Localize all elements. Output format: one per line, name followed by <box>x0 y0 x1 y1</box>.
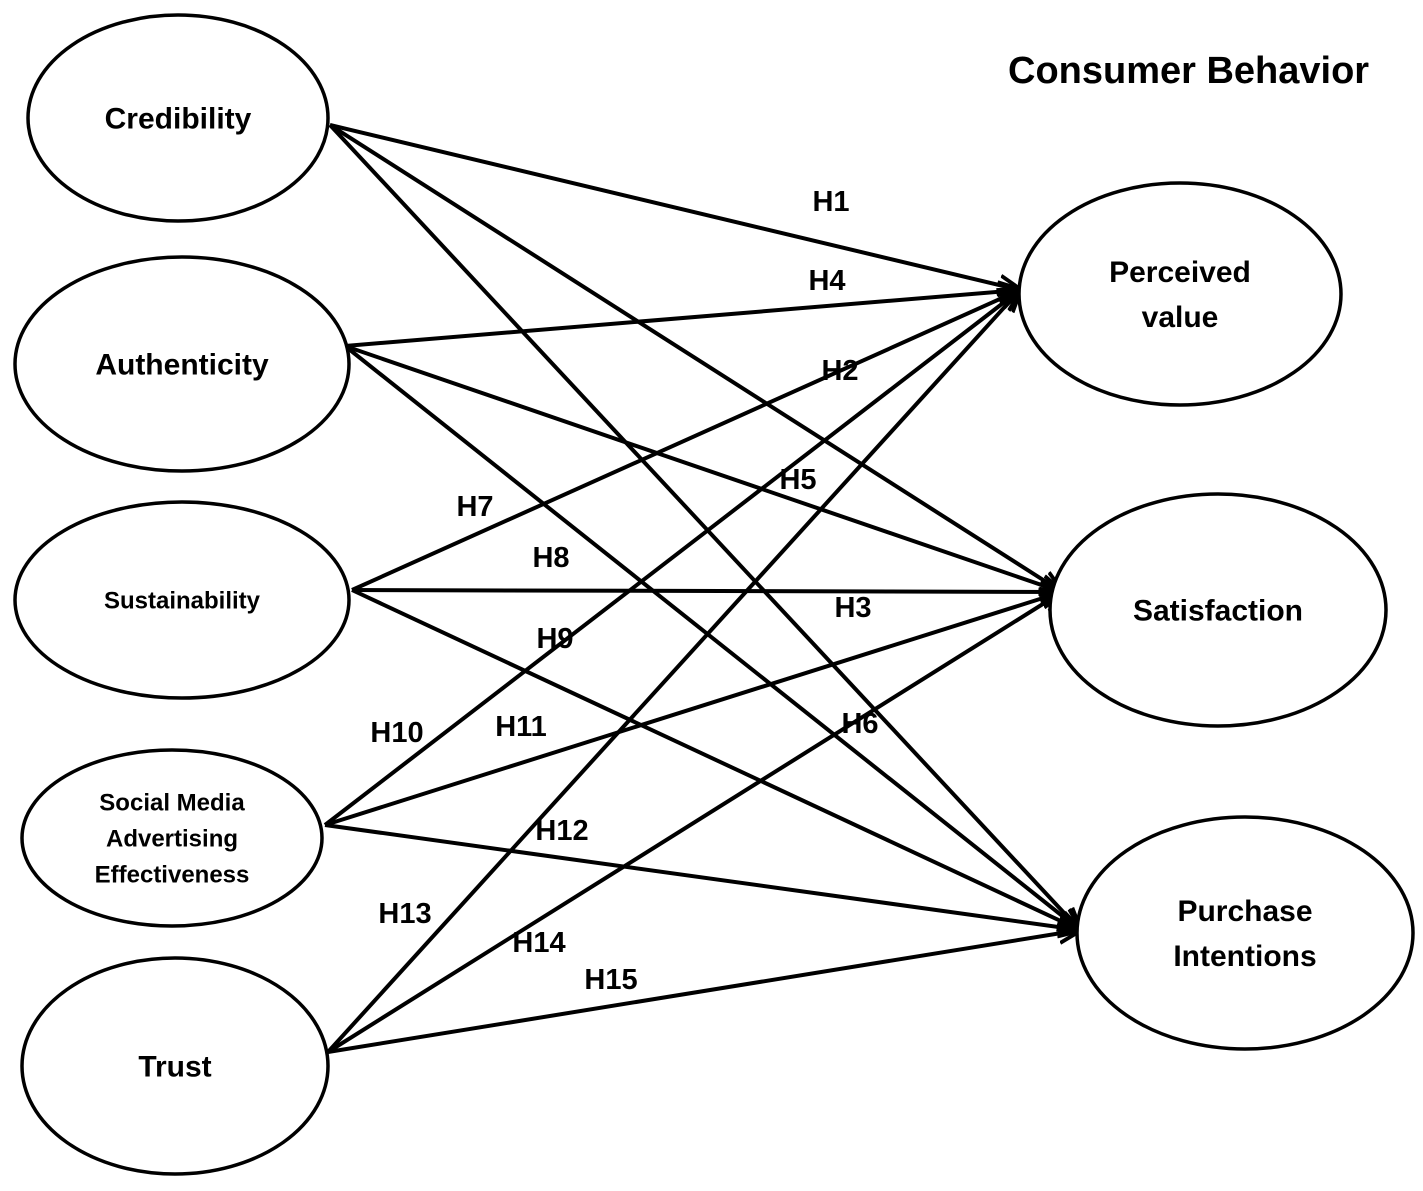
path-h3 <box>328 123 1080 930</box>
label-h2: H2 <box>821 355 858 387</box>
path-h12 <box>324 823 1080 930</box>
node-ellipse <box>26 13 330 223</box>
label-h4: H4 <box>808 265 845 297</box>
node-ellipse <box>13 500 351 700</box>
node-credibility: Credibility <box>26 13 330 223</box>
node-ellipse <box>20 956 330 1176</box>
node-satisfaction: Satisfaction <box>1048 492 1388 728</box>
node-label-line: value <box>1142 301 1219 334</box>
node-label-line: Authenticity <box>95 349 269 382</box>
label-h13: H13 <box>378 898 431 930</box>
node-ellipse <box>20 748 324 928</box>
path-h11 <box>324 592 1062 827</box>
node-label-line: Intentions <box>1173 940 1316 973</box>
path-h8 <box>351 590 1062 592</box>
label-h12: H12 <box>535 815 588 847</box>
label-h1: H1 <box>812 186 849 218</box>
label-h9: H9 <box>536 623 573 655</box>
label-h15: H15 <box>584 964 637 996</box>
path-h2 <box>328 123 1062 592</box>
label-h11: H11 <box>495 711 547 743</box>
path-h13 <box>326 290 1020 1054</box>
label-h10: H10 <box>370 717 423 749</box>
node-label-line: Advertising <box>106 825 238 852</box>
node-label-line: Satisfaction <box>1133 595 1303 628</box>
path-h5 <box>344 344 1062 592</box>
node-ellipse <box>1048 492 1388 728</box>
hypothesis-paths <box>323 123 1080 1054</box>
label-h3: H3 <box>834 592 871 624</box>
label-h5: H5 <box>779 464 816 496</box>
path-h4 <box>344 290 1020 348</box>
path-h9 <box>351 588 1080 930</box>
node-trust: Trust <box>20 956 330 1176</box>
node-sustainability: Sustainability <box>13 500 351 700</box>
path-h10 <box>323 290 1020 827</box>
label-h8: H8 <box>532 542 569 574</box>
node-label-line: Effectiveness <box>95 861 250 888</box>
node-label-line: Sustainability <box>104 587 261 614</box>
node-label-line: Perceived <box>1109 256 1251 289</box>
node-perceived-value: Perceived value <box>1017 181 1343 407</box>
node-authenticity: Authenticity <box>13 255 351 473</box>
node-ellipse <box>13 255 351 473</box>
path-h15 <box>327 930 1080 1054</box>
node-ellipse <box>1075 815 1415 1051</box>
path-h7 <box>351 290 1020 592</box>
diagram-title: Consumer Behavior <box>1008 50 1369 92</box>
node-ellipse <box>1017 181 1343 407</box>
path-h14 <box>326 592 1062 1054</box>
path-h1 <box>329 123 1020 290</box>
construct-nodes: CredibilityAuthenticitySustainabilitySoc… <box>13 13 1415 1176</box>
node-label-line: Trust <box>138 1051 211 1084</box>
node-label-line: Credibility <box>105 103 252 136</box>
label-h14: H14 <box>512 927 565 959</box>
node-label-line: Social Media <box>99 789 245 816</box>
label-h6: H6 <box>841 708 878 740</box>
node-label-line: Purchase <box>1177 895 1312 928</box>
path-h6 <box>343 344 1080 930</box>
label-h7: H7 <box>456 491 493 523</box>
